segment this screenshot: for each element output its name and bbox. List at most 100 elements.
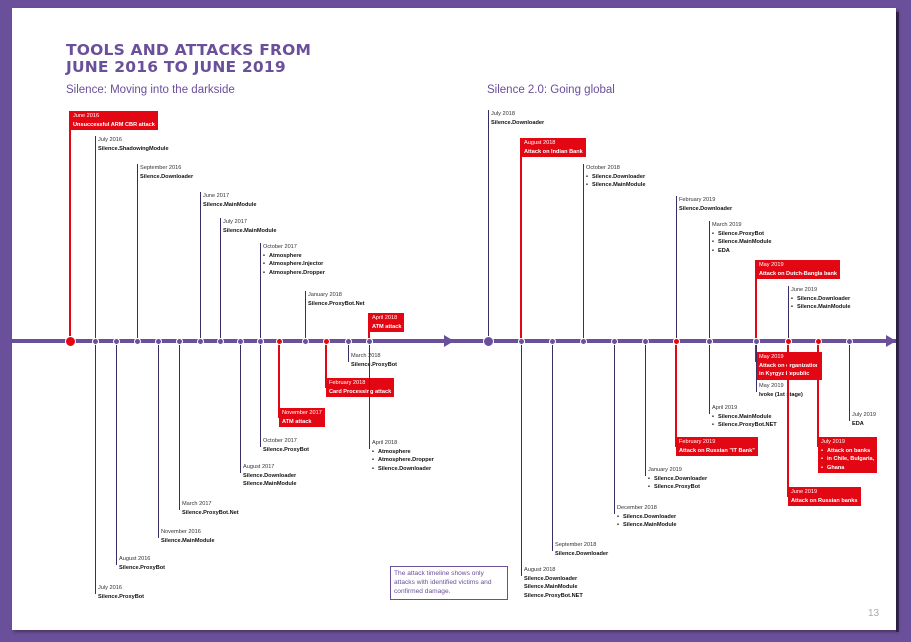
event-date: May 2019 bbox=[759, 383, 784, 389]
event-item: in Chile, Bulgaria, bbox=[821, 455, 874, 464]
event-connector bbox=[613, 341, 615, 514]
event-date: November 2017 bbox=[282, 410, 322, 416]
event-date: August 2016 bbox=[119, 556, 151, 562]
timeline-arrow-1 bbox=[444, 335, 454, 347]
event-item: Silence.ProxyBot.Net bbox=[308, 300, 365, 307]
event-marker bbox=[548, 337, 556, 345]
event-marker bbox=[175, 337, 183, 345]
event-marker bbox=[236, 337, 244, 345]
event-date: July 2019 bbox=[821, 439, 845, 445]
event-item: Atmosphere bbox=[263, 252, 325, 261]
event-date: August 2018 bbox=[524, 567, 556, 573]
page: TOOLS AND ATTACKS FROM JUNE 2016 TO JUNE… bbox=[12, 8, 896, 630]
event-connector bbox=[368, 341, 370, 449]
event-marker bbox=[112, 337, 120, 345]
event-item: Silence.MainModule bbox=[586, 181, 645, 190]
page-title: TOOLS AND ATTACKS FROM JUNE 2016 TO JUNE… bbox=[66, 42, 311, 76]
event-item: Silence.Downloader bbox=[555, 550, 609, 557]
tool-event: April 2019Silence.MainModuleSilence.Prox… bbox=[712, 404, 777, 430]
event-item: Attack on banks bbox=[821, 447, 874, 456]
event-marker bbox=[133, 337, 141, 345]
event-item: Silence.Downloader bbox=[140, 173, 194, 180]
event-marker bbox=[482, 335, 494, 347]
tool-event: January 2019Silence.DownloaderSilence.Pr… bbox=[648, 466, 707, 492]
event-marker bbox=[641, 337, 649, 345]
event-date: July 2016 bbox=[98, 137, 122, 143]
event-item: Silence.ProxyBot bbox=[712, 230, 771, 239]
event-item: Silence.ProxyBot bbox=[98, 593, 145, 600]
event-connector bbox=[487, 110, 489, 341]
event-marker bbox=[196, 337, 204, 345]
event-connector bbox=[755, 260, 757, 341]
timeline-note: The attack timeline shows only attacks w… bbox=[390, 566, 508, 600]
event-item: Silence.MainModule bbox=[223, 227, 277, 234]
tool-event: December 2018Silence.DownloaderSilence.M… bbox=[617, 504, 676, 530]
event-date: October 2017 bbox=[263, 438, 297, 444]
event-date: March 2017 bbox=[182, 501, 212, 507]
event-item: Atmosphere.Dropper bbox=[372, 456, 434, 465]
event-item: Silence.Downloader bbox=[243, 472, 297, 479]
event-items: AtmosphereAtmosphere.DropperSilence.Down… bbox=[372, 448, 434, 474]
tool-event: June 2019Silence.DownloaderSilence.MainM… bbox=[791, 286, 850, 312]
event-item: Atmosphere.Injector bbox=[263, 260, 325, 269]
tool-event: April 2018AtmosphereAtmosphere.DropperSi… bbox=[372, 439, 434, 473]
page-shadow bbox=[896, 12, 899, 632]
event-date: February 2019 bbox=[679, 197, 716, 203]
event-item: Silence.ProxyBot.Net bbox=[182, 509, 239, 516]
event-item: Silence.ProxyBot bbox=[351, 361, 398, 368]
event-item: Attack on Indian Bank bbox=[524, 148, 583, 155]
event-connector bbox=[675, 341, 677, 447]
event-item: Ivoke (1st stage) bbox=[759, 391, 803, 398]
event-date: February 2018 bbox=[329, 380, 366, 386]
event-connector bbox=[178, 341, 180, 510]
event-item: Silence.Downloader bbox=[791, 295, 850, 304]
event-marker bbox=[579, 337, 587, 345]
event-item: Silence.ProxyBot bbox=[648, 483, 707, 492]
event-item: Silence.MainModule bbox=[203, 201, 257, 208]
event-connector bbox=[259, 341, 261, 447]
event-marker bbox=[365, 337, 373, 345]
event-marker bbox=[752, 337, 760, 345]
event-date: January 2019 bbox=[648, 467, 682, 473]
event-connector bbox=[520, 138, 522, 341]
event-item: Silence.Downloader bbox=[586, 173, 645, 182]
event-date: August 2017 bbox=[243, 464, 275, 470]
event-item: Unsuccessful ARM CBR attack bbox=[73, 121, 155, 128]
event-date: June 2016 bbox=[73, 113, 100, 119]
event-connector bbox=[94, 136, 96, 341]
event-connector bbox=[551, 341, 553, 551]
section-title-silence-2: Silence 2.0: Going global bbox=[487, 84, 615, 96]
event-connector bbox=[115, 341, 117, 565]
event-connector bbox=[520, 341, 522, 576]
event-connector bbox=[69, 111, 71, 341]
event-date: March 2019 bbox=[712, 222, 742, 228]
event-item: Atmosphere bbox=[372, 448, 434, 457]
event-marker bbox=[256, 337, 264, 345]
event-marker bbox=[517, 337, 525, 345]
tool-event: March 2019Silence.ProxyBotSilence.MainMo… bbox=[712, 221, 771, 255]
event-connector bbox=[347, 341, 349, 362]
event-item: Silence.Downloader bbox=[648, 475, 707, 484]
event-connector bbox=[259, 243, 261, 341]
event-item: ATM attack bbox=[372, 323, 402, 330]
event-connector bbox=[848, 341, 850, 421]
attack-marker bbox=[322, 337, 330, 345]
